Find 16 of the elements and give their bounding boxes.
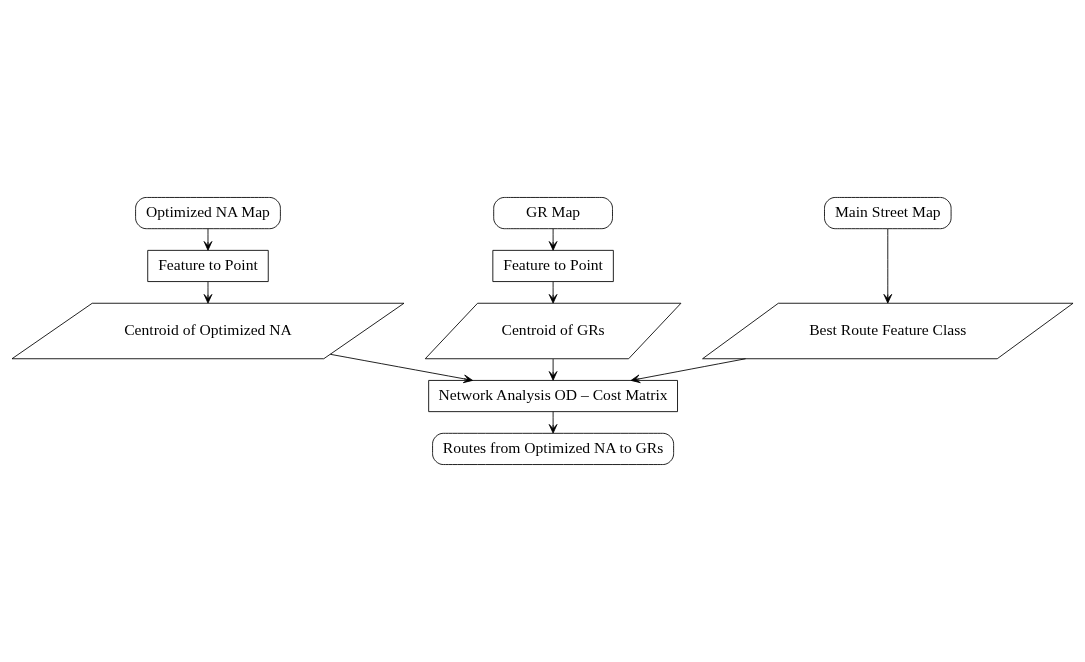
node-box: Routes from Optimized NA to GRs (432, 432, 675, 465)
arrow (548, 358, 558, 381)
arrow (630, 358, 747, 384)
arrow (883, 228, 893, 304)
arrow (329, 353, 473, 384)
node-box: GR Map (493, 197, 613, 230)
arrow (548, 411, 558, 434)
arrow (548, 228, 558, 251)
arrow (548, 281, 558, 304)
node-box: Network Analysis OD – Cost Matrix (428, 380, 678, 413)
node-box: Optimized NA Map (135, 197, 281, 230)
node-box: Feature to Point (492, 249, 614, 282)
arrow (203, 228, 213, 251)
arrow (203, 281, 213, 304)
node-box: Main Street Map (824, 197, 952, 230)
node-box: Feature to Point (147, 249, 269, 282)
